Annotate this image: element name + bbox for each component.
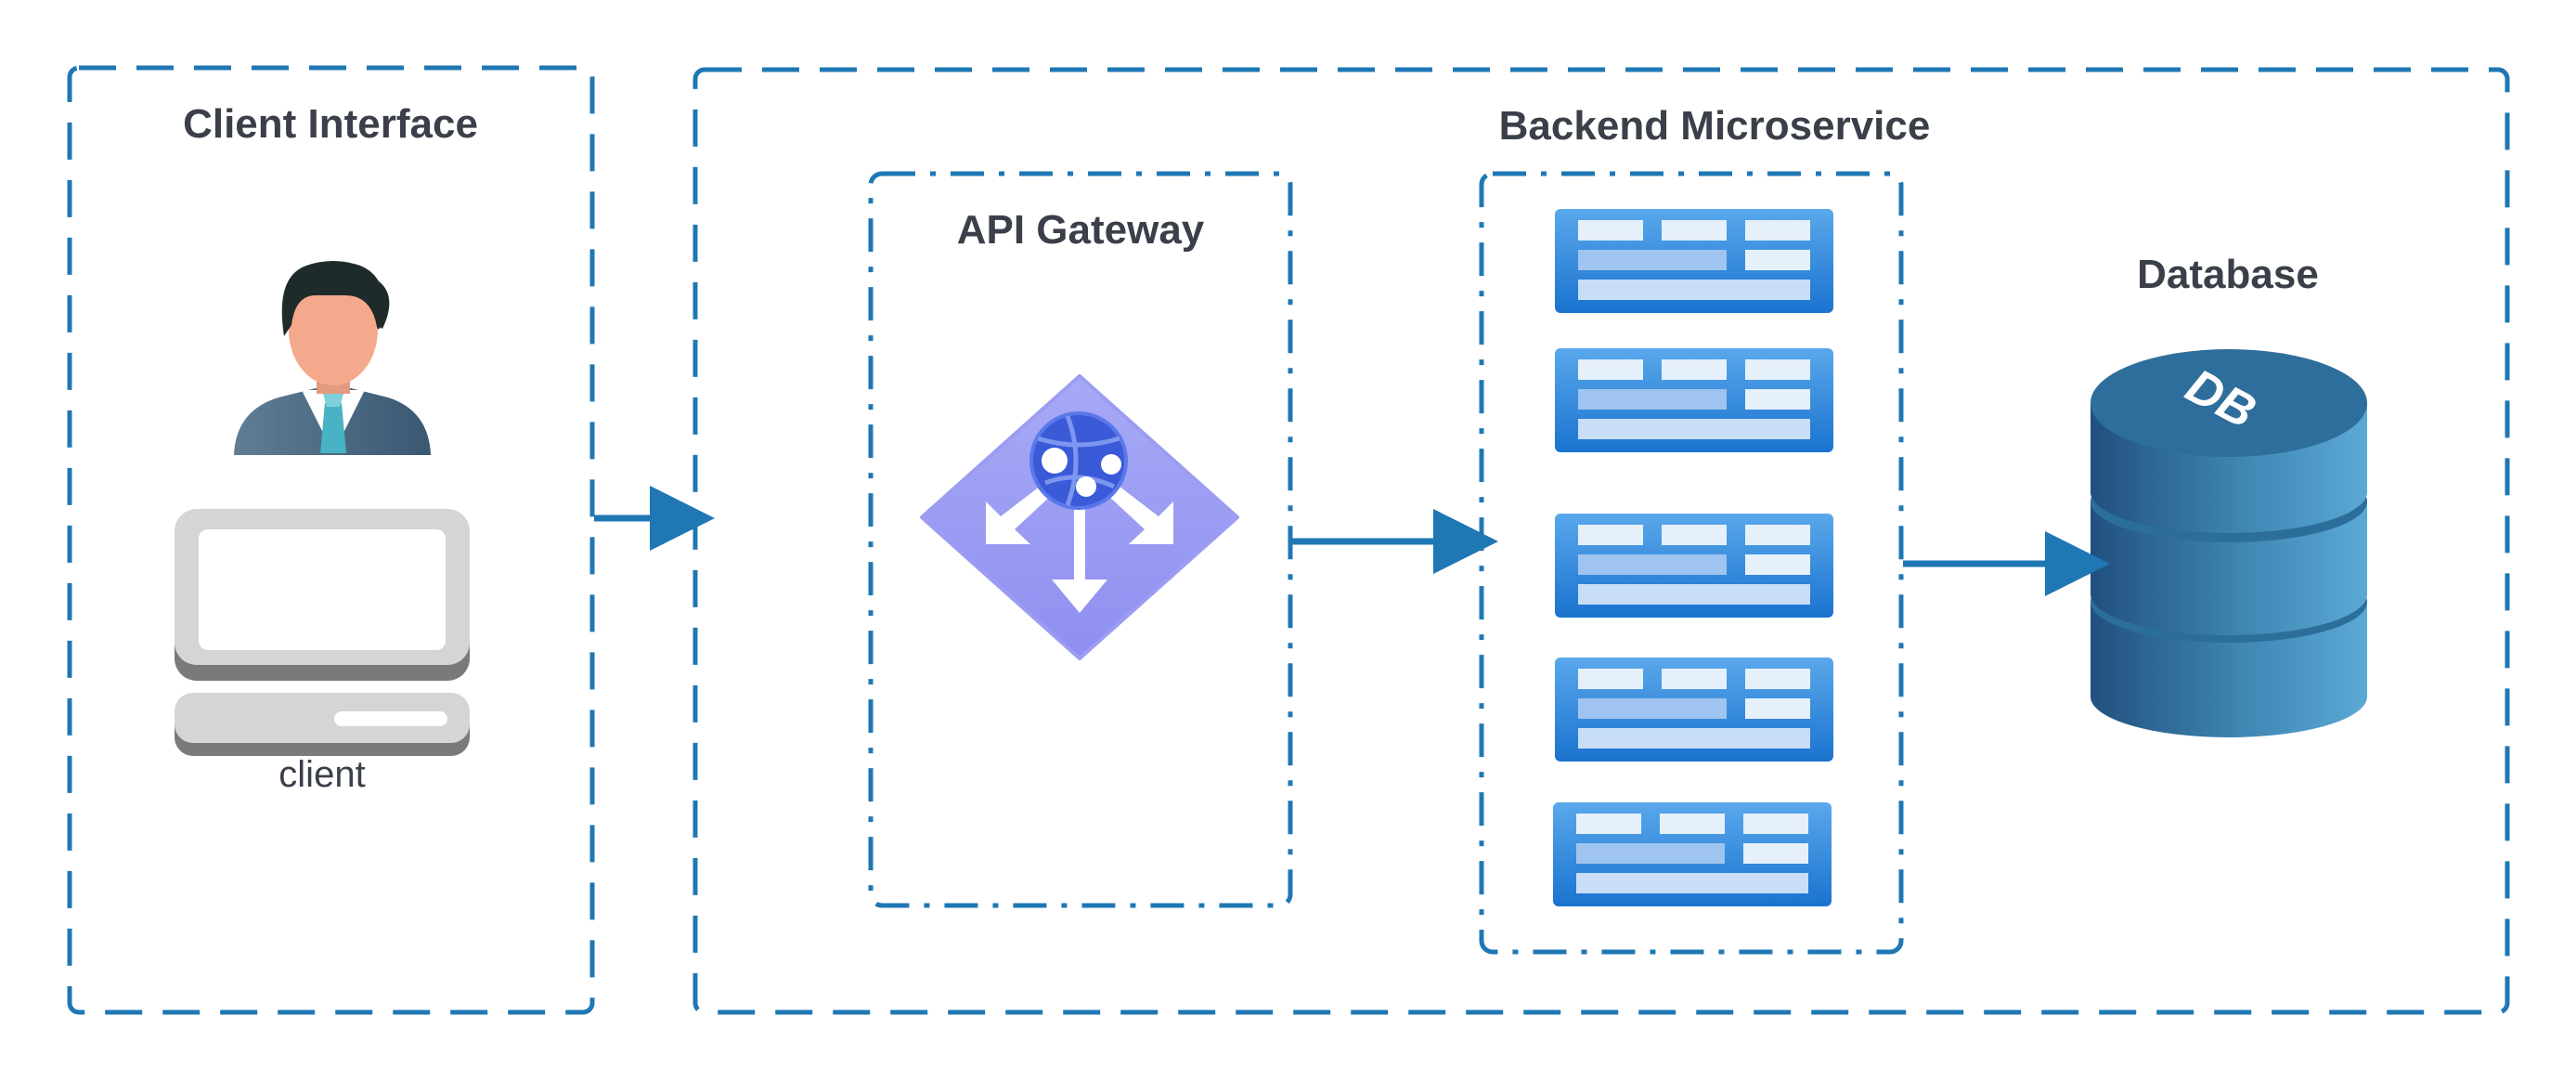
user-avatar-icon — [234, 261, 431, 455]
client-label: client — [278, 754, 365, 795]
server-icon — [1555, 514, 1833, 618]
desktop-computer-icon — [175, 509, 470, 756]
server-icon — [1555, 348, 1833, 452]
server-stack — [1553, 209, 1833, 906]
microservices-container — [1479, 171, 1904, 955]
api-gateway-icon — [920, 374, 1239, 660]
api-gateway-title: API Gateway — [957, 207, 1205, 253]
server-icon — [1555, 209, 1833, 313]
server-icon — [1555, 658, 1833, 762]
api-gateway-container — [868, 171, 1293, 908]
client-interface-title: Client Interface — [183, 101, 478, 147]
backend-microservice-title: Backend Microservice — [1499, 103, 1931, 149]
server-icon — [1553, 802, 1832, 906]
client-interface-container — [67, 65, 595, 1015]
database-title: Database — [2137, 252, 2319, 297]
database-icon: DB — [2091, 349, 2367, 737]
